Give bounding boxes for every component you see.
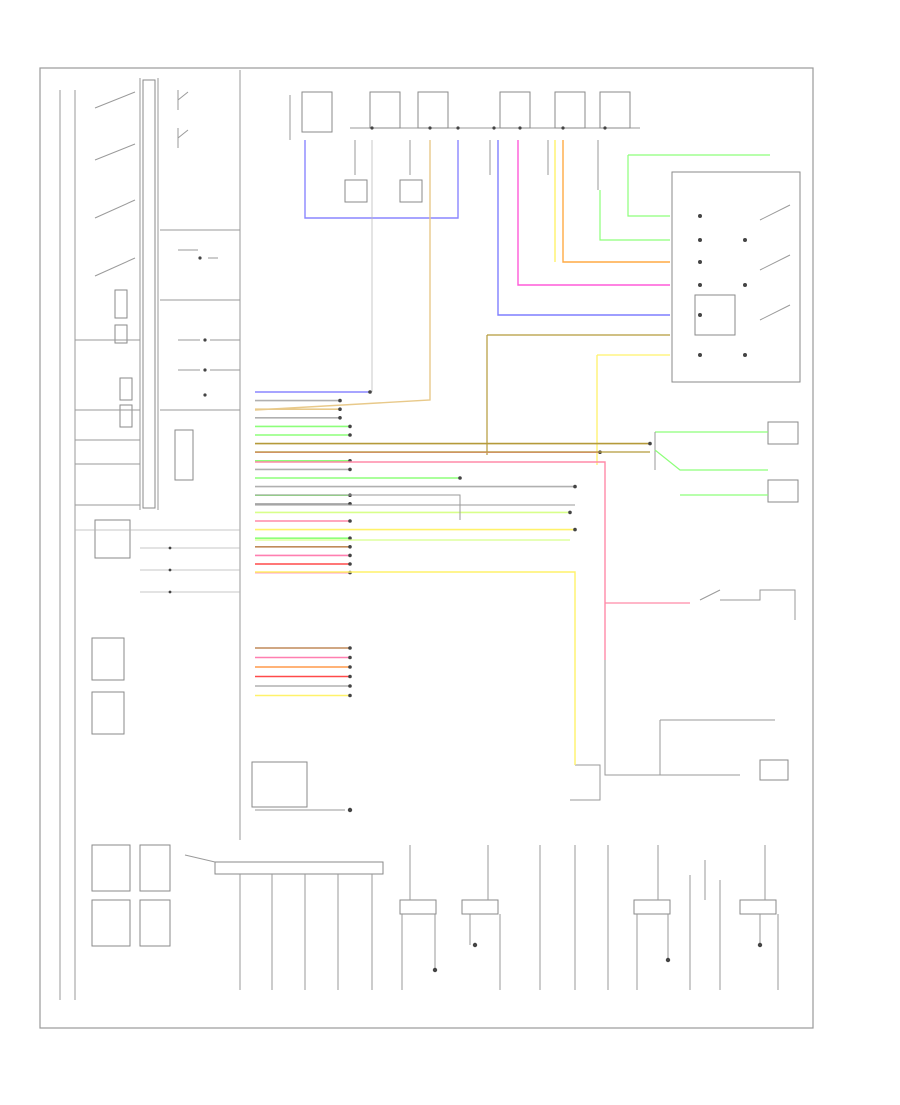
long-feeds [255,451,650,765]
wire-terminal [348,519,352,523]
wire-terminal [348,467,352,472]
fuse-row-top [289,91,640,203]
combination-meter-block [139,70,241,840]
wire-terminal [338,416,342,420]
wire-terminal [348,545,352,549]
wire-terminal [338,398,342,403]
wire-terminal [573,527,577,532]
wire-terminal [368,390,372,394]
relay-block [174,90,240,481]
indicator-rows [75,529,240,594]
right-sensors [570,421,799,801]
control-unit-right [671,171,801,383]
wire-terminal [348,562,352,566]
wire-terminal [348,433,352,437]
colored-wires-top [254,140,770,465]
wire-terminal [348,693,352,698]
wire-terminal [348,674,352,679]
harness-wires-lower [255,646,352,698]
wire-terminal [648,441,652,446]
diagram-frame [39,67,814,1029]
wire-terminal [338,407,342,412]
harness-wires [255,390,652,575]
wire-terminal [348,553,352,558]
wire-terminal [348,536,352,540]
wire-terminal [348,655,352,660]
wire-terminal [568,510,572,515]
ground-block [251,761,353,813]
left-switches [59,90,171,1000]
wire-terminal [458,476,462,480]
wire-terminal [348,665,352,669]
wire-terminal [348,646,352,650]
wire-terminal [348,424,352,429]
wire-terminal [348,684,352,688]
bottom-connectors [184,845,779,990]
wire-terminal [573,484,577,489]
